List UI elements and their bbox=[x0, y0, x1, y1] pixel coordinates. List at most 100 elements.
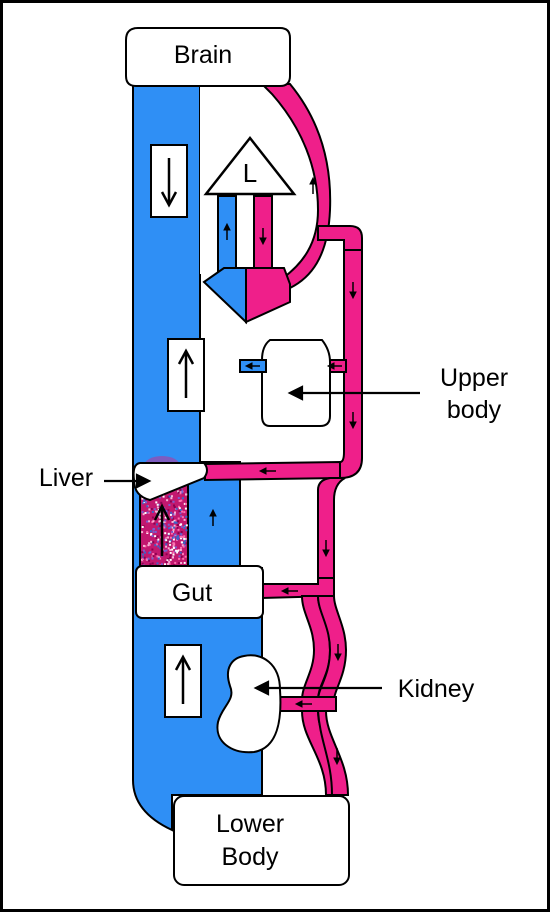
liver-speckle bbox=[156, 555, 159, 558]
liver-speckle bbox=[184, 539, 187, 542]
liver-speckle bbox=[184, 555, 187, 558]
liver-speckle bbox=[180, 533, 183, 536]
liver-speckle bbox=[175, 536, 178, 539]
liver-speckle bbox=[148, 520, 150, 523]
liver-speckle bbox=[143, 544, 145, 547]
gut-box bbox=[135, 565, 264, 619]
liver-speckle bbox=[159, 525, 162, 528]
liver-speckle bbox=[183, 544, 186, 547]
liver-speckle bbox=[154, 544, 157, 547]
liver-speckle bbox=[164, 532, 167, 535]
liver-speckle bbox=[155, 501, 158, 504]
liver-speckle bbox=[184, 503, 187, 505]
lower-body-label-line2: Body bbox=[222, 843, 279, 871]
liver-speckle bbox=[183, 561, 186, 564]
liver-speckle bbox=[169, 549, 172, 551]
liver-speckle bbox=[151, 516, 154, 519]
liver-speckle bbox=[172, 553, 175, 556]
liver-speckle bbox=[142, 549, 145, 552]
liver-speckle bbox=[147, 511, 150, 514]
liver-speckle bbox=[152, 530, 155, 533]
liver-speckle bbox=[167, 532, 170, 535]
liver-speckle bbox=[168, 527, 170, 530]
liver-speckle bbox=[161, 563, 163, 566]
liver-speckle bbox=[185, 524, 188, 527]
artery-network bbox=[204, 83, 363, 796]
liver-speckle bbox=[171, 526, 174, 529]
liver-speckle bbox=[142, 556, 145, 559]
liver-speckle bbox=[181, 535, 183, 538]
liver-speckle bbox=[166, 538, 169, 541]
liver-speckle bbox=[162, 522, 165, 525]
liver-speckle bbox=[143, 499, 146, 502]
liver-speckle bbox=[152, 528, 155, 530]
liver-speckle bbox=[179, 535, 182, 538]
liver-speckle bbox=[184, 537, 187, 540]
liver-speckle bbox=[182, 536, 185, 539]
liver-speckle bbox=[169, 513, 172, 516]
liver-speckle bbox=[150, 530, 152, 533]
liver-speckle bbox=[168, 562, 171, 565]
liver-speckle bbox=[141, 558, 144, 561]
liver-speckle bbox=[169, 500, 172, 503]
liver-label: Liver bbox=[39, 464, 93, 492]
liver-speckle bbox=[165, 560, 168, 563]
liver-speckle bbox=[152, 520, 155, 523]
liver-speckle bbox=[181, 544, 184, 547]
liver-speckle bbox=[165, 549, 168, 552]
liver-speckle bbox=[180, 551, 183, 554]
liver-speckle bbox=[147, 544, 150, 547]
liver-speckle bbox=[183, 502, 186, 505]
liver-speckle bbox=[179, 551, 182, 554]
liver-speckle bbox=[153, 508, 156, 511]
liver-speckle bbox=[173, 524, 176, 527]
liver-speckle bbox=[185, 493, 188, 496]
liver-speckle bbox=[183, 527, 186, 529]
arrow-up-icon bbox=[174, 654, 192, 671]
liver-speckle bbox=[169, 526, 172, 529]
liver-speckle bbox=[164, 519, 167, 522]
liver-speckle bbox=[159, 557, 162, 560]
liver-speckle bbox=[158, 515, 161, 518]
liver-speckle bbox=[180, 562, 183, 564]
liver-speckle bbox=[149, 551, 152, 554]
upper-connector bbox=[317, 225, 363, 251]
liver-speckle bbox=[158, 496, 161, 499]
liver-speckle bbox=[166, 559, 169, 562]
liver-speckle bbox=[177, 517, 180, 520]
liver-speckle bbox=[177, 528, 180, 531]
liver-speckle bbox=[167, 523, 170, 526]
liver-speckle bbox=[169, 543, 172, 546]
liver-speckle bbox=[170, 511, 173, 514]
liver-speckle bbox=[171, 536, 174, 539]
liver-speckle bbox=[141, 551, 144, 554]
liver-speckle bbox=[172, 545, 175, 548]
liver-speckle bbox=[141, 511, 144, 514]
liver-speckle bbox=[146, 531, 149, 534]
liver-speckle bbox=[157, 557, 160, 560]
right-ventricle bbox=[202, 267, 247, 325]
liver-speckle bbox=[164, 516, 167, 519]
liver-speckle bbox=[152, 541, 155, 544]
liver-speckle bbox=[166, 541, 169, 544]
liver-speckle bbox=[154, 530, 157, 533]
liver-speckle bbox=[172, 500, 175, 503]
brain-label: Brain bbox=[174, 41, 232, 69]
liver-speckle bbox=[174, 519, 177, 522]
liver-speckle bbox=[179, 488, 182, 491]
liver-speckle bbox=[162, 495, 165, 498]
liver-speckle bbox=[179, 492, 182, 495]
pointer-lines bbox=[104, 385, 420, 696]
liver-speckle bbox=[145, 501, 147, 504]
pointer-arrowhead-icon bbox=[135, 473, 152, 489]
liver-speckle bbox=[163, 526, 166, 529]
liver-speckle bbox=[184, 542, 187, 545]
liver-speckle bbox=[181, 516, 184, 519]
liver-speckle bbox=[183, 542, 186, 544]
lungs-label: L bbox=[243, 158, 257, 188]
liver-speckle bbox=[148, 508, 151, 511]
liver-speckle bbox=[177, 520, 180, 523]
liver-speckle bbox=[184, 524, 186, 527]
liver-speckle bbox=[180, 553, 183, 556]
liver-speckle bbox=[170, 497, 173, 500]
